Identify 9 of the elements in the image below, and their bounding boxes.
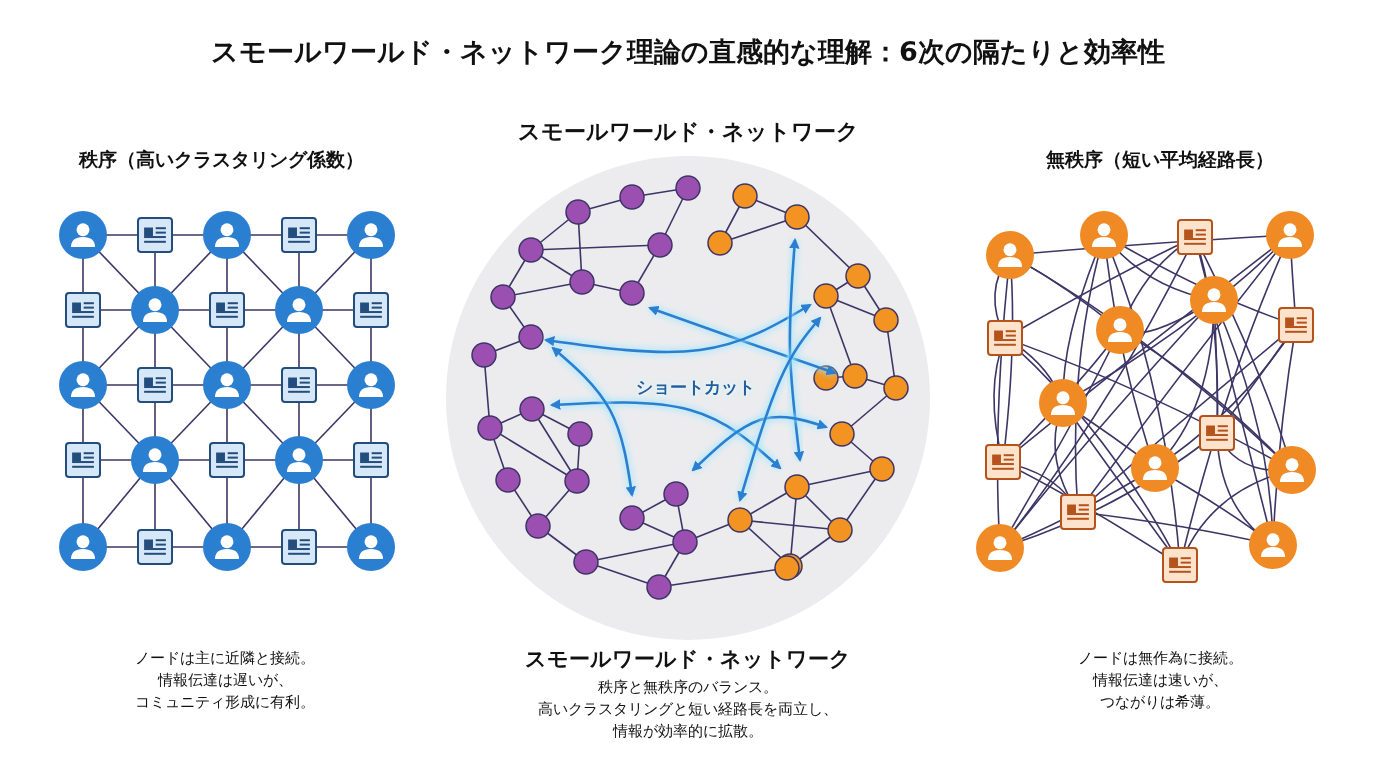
shortcut-label: ショートカット	[635, 376, 755, 399]
description: ノードは主に近隣と接続。情報伝達は遅いが、コミュニティ形成に有利。	[135, 648, 315, 713]
heading: スモールワールド・ネットワーク	[517, 118, 859, 146]
description: ノードは無作為に接続。情報伝達は速いが、つながりは希薄。	[1077, 648, 1243, 713]
heading: スモールワールド・ネットワーク	[525, 646, 851, 673]
heading: 無秩序（短い平均経路長）	[1046, 147, 1274, 172]
title: スモールワールド・ネットワーク理論の直感的な理解：6次の隔たりと効率性	[211, 35, 1165, 69]
description: 秩序と無秩序のバランス。高いクラスタリングと短い経路長を両立し、情報が効率的に拡散。	[538, 677, 838, 742]
heading: 秩序（高いクラスタリング係数）	[78, 147, 364, 172]
